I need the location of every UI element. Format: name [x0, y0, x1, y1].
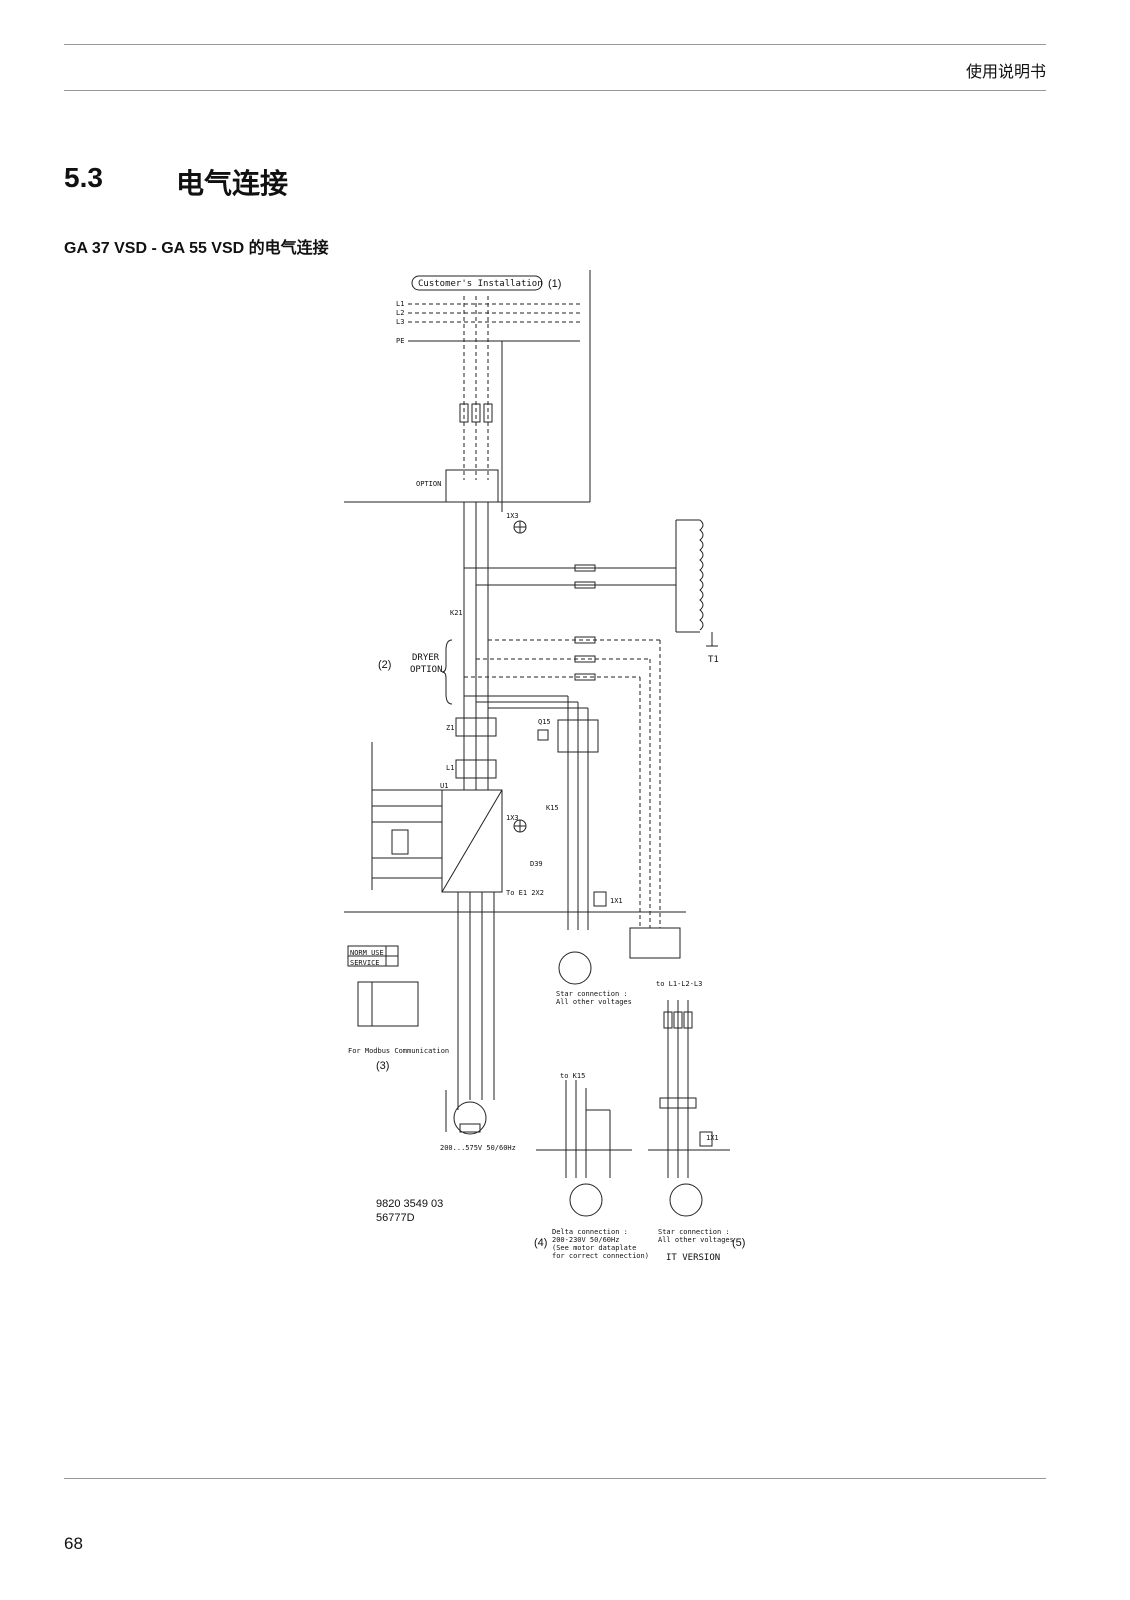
transformer-label: T1	[708, 655, 719, 665]
document-number: 9820 3549 03	[376, 1198, 443, 1210]
option-label: OPTION	[416, 480, 441, 488]
to-e1-label: To E1 2X2	[506, 889, 544, 897]
q15-breaker	[557, 719, 599, 753]
ix1-label: 1X1	[610, 897, 623, 905]
delta-voltage-label: 200-230V 50/60Hz	[552, 1236, 619, 1244]
line-label-l1: L1	[396, 300, 404, 308]
section-number: 5.3	[64, 162, 103, 193]
marker-4: (4)	[534, 1237, 547, 1249]
header-bottom-rule	[64, 90, 1046, 91]
l1-reactor	[455, 759, 497, 779]
dryer-label: DRYER	[412, 653, 440, 663]
motor-m1	[453, 1101, 487, 1135]
customer-installation-label: Customer's Installation	[418, 279, 543, 289]
z1-filter	[455, 717, 497, 737]
header-top-rule	[64, 44, 1046, 45]
ix3-label: 1X3	[506, 814, 519, 822]
l1-label: L1	[446, 764, 454, 772]
modbus-table	[357, 981, 419, 1027]
marker-5: (5)	[732, 1237, 745, 1249]
marker-3: (3)	[376, 1060, 389, 1072]
page-number: 68	[64, 1534, 83, 1553]
subsection-title: GA 37 VSD - GA 55 VSD 的电气连接	[64, 240, 329, 257]
norm-use-label: NORM USE	[350, 949, 384, 957]
motor-m2-it	[669, 1183, 703, 1217]
service-label: SERVICE	[350, 959, 380, 967]
star-voltages-it-label: All other voltages	[658, 1236, 734, 1244]
motor-m2-delta	[569, 1183, 603, 1217]
dryer-option-label: OPTION	[410, 665, 443, 675]
ix1-label-bottom: 1X1	[706, 1134, 719, 1142]
transformer-coil	[699, 519, 704, 631]
section-title: 电气连接	[176, 168, 289, 199]
customer-installation-box	[411, 275, 543, 291]
it-version-label: IT VERSION	[666, 1253, 720, 1263]
motor-m2	[558, 951, 592, 985]
document-code: 56777D	[376, 1212, 415, 1224]
delta-note2-label: for correct connection)	[552, 1252, 649, 1260]
z1-label: Z1	[446, 724, 454, 732]
option-switch-box	[445, 469, 499, 503]
u1-label: U1	[440, 782, 448, 790]
line-label-l3: L3	[396, 318, 404, 326]
to-l1l2l3-label: to L1-L2-L3	[656, 980, 702, 988]
delta-note1-label: (See motor dataplate	[552, 1244, 636, 1252]
to-k15-label: to K15	[560, 1072, 585, 1080]
delta-connection-label: Delta connection :	[552, 1228, 628, 1236]
star-voltages-label: All other voltages	[556, 998, 632, 1006]
ix3-label-top: 1X3	[506, 512, 519, 520]
marker-1: (1)	[548, 278, 561, 290]
document-header-title: 使用说明书	[965, 64, 1046, 81]
m1-voltage-label: 200...575V 50/60Hz	[440, 1144, 516, 1152]
modbus-label: For Modbus Communication	[348, 1047, 449, 1055]
d39-label: D39	[530, 860, 543, 868]
marker-2: (2)	[378, 659, 391, 671]
dryer-motor-box	[629, 927, 681, 959]
q15-label: Q15	[538, 718, 551, 726]
star-connection-label: Star connection :	[556, 990, 628, 998]
k21-label: K21	[450, 609, 463, 617]
line-label-l2: L2	[396, 309, 404, 317]
k15-label: K15	[546, 804, 559, 812]
footer-rule	[64, 1478, 1046, 1479]
line-label-pe: PE	[396, 337, 404, 345]
u1-converter	[441, 789, 503, 893]
star-connection-it-label: Star connection :	[658, 1228, 730, 1236]
